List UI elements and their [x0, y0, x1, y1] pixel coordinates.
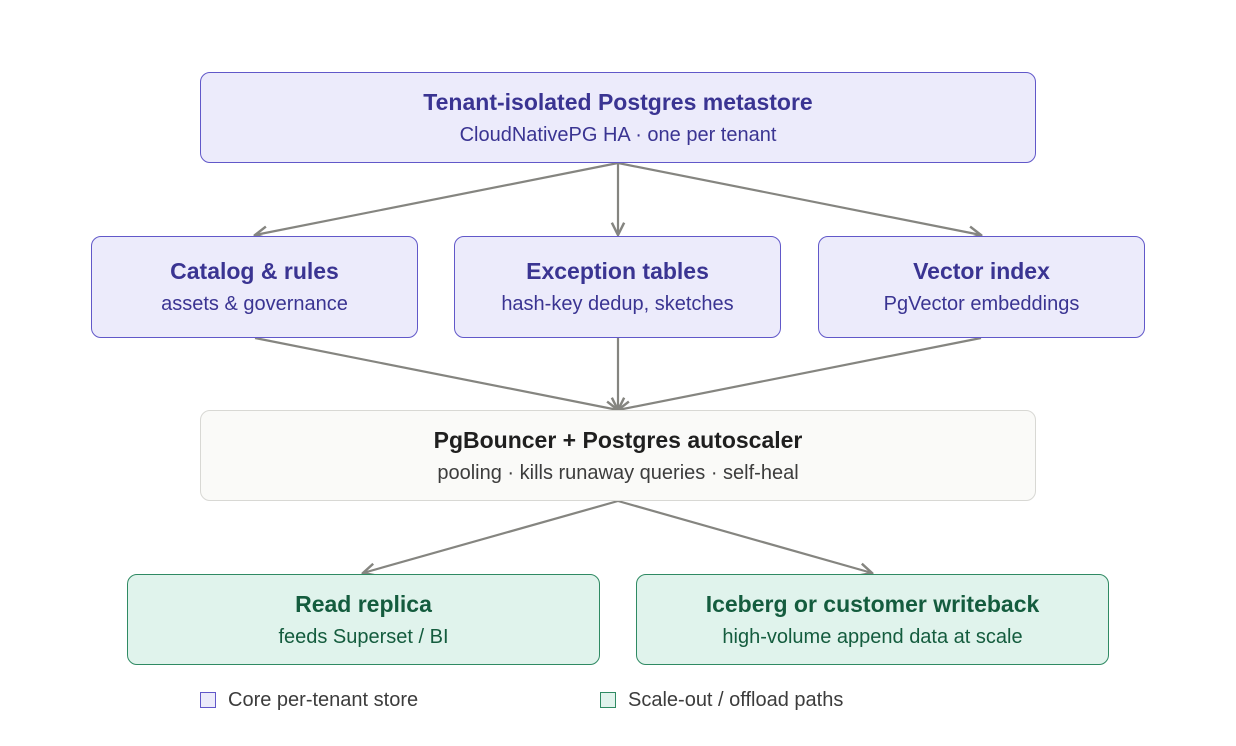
node-pgbouncer: PgBouncer + Postgres autoscaler pooling …: [200, 410, 1036, 501]
edge-vector-pgbouncer: [618, 336, 982, 410]
node-exceptions: Exception tables hash-key dedup, sketche…: [454, 236, 781, 338]
node-subtitle: CloudNativePG HA · one per tenant: [459, 123, 777, 146]
node-subtitle: hash-key dedup, sketches: [501, 293, 734, 315]
node-title: Vector index: [913, 258, 1050, 284]
node-catalog: Catalog & rules assets & governance: [91, 236, 418, 338]
node-title: Exception tables: [526, 258, 709, 284]
edge-pgbouncer-iceberg: [617, 499, 872, 573]
edge-catalog-pgbouncer: [254, 336, 618, 410]
edge-metastore-catalog: [255, 161, 619, 235]
node-metastore: Tenant-isolated Postgres metastore Cloud…: [200, 72, 1036, 163]
legend-swatch-offload: [600, 692, 616, 708]
legend-core: Core per-tenant store: [200, 688, 418, 712]
node-title: Catalog & rules: [170, 258, 339, 284]
node-read-replica: Read replica feeds Superset / BI: [127, 574, 600, 665]
node-title: Iceberg or customer writeback: [705, 590, 1040, 617]
node-title: Read replica: [295, 590, 432, 617]
edge-pgbouncer-replica: [363, 499, 619, 573]
node-iceberg: Iceberg or customer writeback high-volum…: [636, 574, 1109, 665]
node-subtitle: assets & governance: [161, 293, 348, 315]
legend-swatch-core: [200, 692, 216, 708]
node-title: PgBouncer + Postgres autoscaler: [433, 426, 803, 453]
node-title: Tenant-isolated Postgres metastore: [423, 88, 813, 115]
node-vector: Vector index PgVector embeddings: [818, 236, 1145, 338]
node-subtitle: feeds Superset / BI: [278, 625, 449, 648]
legend-offload: Scale-out / offload paths: [600, 688, 843, 712]
legend-label: Core per-tenant store: [228, 688, 419, 711]
legend-label: Scale-out / offload paths: [628, 688, 844, 711]
node-subtitle: pooling · kills runaway queries · self-h…: [437, 461, 799, 484]
edge-metastore-vector: [617, 161, 981, 235]
node-subtitle: high-volume append data at scale: [722, 625, 1023, 648]
node-subtitle: PgVector embeddings: [883, 293, 1080, 315]
